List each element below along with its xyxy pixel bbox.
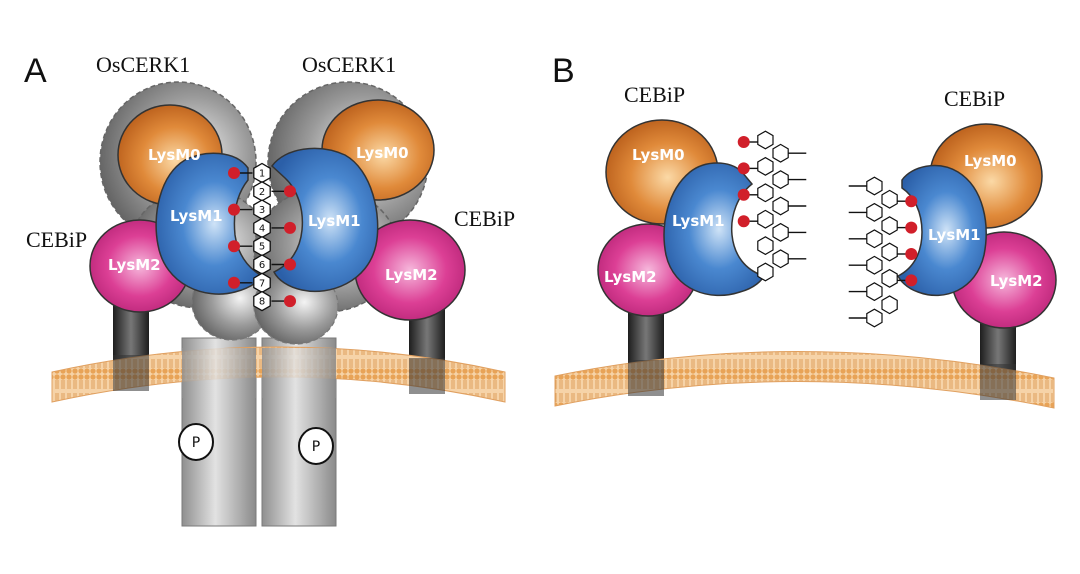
acetyl-group <box>228 167 240 179</box>
panel-b-letter: B <box>552 52 575 90</box>
chitin-unit <box>848 282 883 302</box>
chitin-unit <box>848 229 883 249</box>
chitin-unit: 5 <box>228 235 271 257</box>
lysm0-left-a-label: LysM0 <box>148 146 201 164</box>
chitin-unit <box>848 176 883 196</box>
acetyl-group <box>284 295 296 308</box>
chitin-unit-number: 3 <box>259 205 265 216</box>
lysm1-right-b <box>896 164 987 297</box>
chitin-unit-number: 8 <box>259 297 265 308</box>
chitin-unit-number: 1 <box>259 169 265 180</box>
panel-a-letter: A <box>24 52 47 90</box>
chitin-unit <box>772 143 807 163</box>
acetyl-group <box>737 188 750 201</box>
cebip-tm-right-b <box>980 364 1016 400</box>
lysm1-left-a <box>155 152 264 295</box>
chitin-unit: 4 <box>253 217 296 239</box>
chitin-unit <box>881 242 898 262</box>
cebip-left-label-a: CEBiP <box>26 227 87 252</box>
kinase-tm-right <box>262 348 336 398</box>
chitin-unit <box>757 183 774 203</box>
lysm1-left-b-label: LysM1 <box>672 212 725 230</box>
lysm0-right-a-label: LysM0 <box>356 144 409 162</box>
chitin-unit-number: 5 <box>259 242 265 253</box>
chitin-unit <box>757 209 774 229</box>
cebip-right-label-a: CEBiP <box>454 206 515 231</box>
acetyl-group <box>228 276 240 289</box>
chitin-unit <box>848 255 883 275</box>
acetyl-group <box>905 221 918 234</box>
acetyl-group <box>905 195 918 208</box>
acetyl-group <box>284 258 296 271</box>
acetyl-group <box>737 136 750 148</box>
oscerk1-left-label: OsCERK1 <box>96 52 190 77</box>
membrane-b <box>554 351 1055 409</box>
acetyl-group <box>737 215 750 228</box>
lysm1-right-a <box>271 147 379 293</box>
cebip-tm-right-a <box>409 358 445 394</box>
chitin-unit-number: 7 <box>259 278 265 289</box>
lysm2-left-b-label: LysM2 <box>604 268 657 286</box>
chitin-unit-number: 6 <box>259 260 265 271</box>
lysm2-right-b-label: LysM2 <box>990 272 1043 290</box>
acetyl-group <box>905 248 918 260</box>
acetyl-group <box>905 274 918 287</box>
chitin-unit: 6 <box>253 254 296 275</box>
acetyl-group <box>228 240 240 253</box>
chitin-unit <box>881 216 898 236</box>
chitin-unit <box>881 295 898 315</box>
cebip-tm-left-b <box>628 360 664 396</box>
chitin-unit <box>881 268 898 288</box>
cebip-right-a: LysM0 LysM1 LysM2 <box>271 99 466 321</box>
chitin-unit <box>772 222 807 242</box>
chitin-unit: 8 <box>253 290 296 312</box>
lysm1-left-a-label: LysM1 <box>170 207 223 225</box>
chitin-unit-number: 4 <box>259 223 265 234</box>
chitin-chain-b-right-of-left-receptor <box>737 130 807 282</box>
phospho-right: P <box>298 427 334 465</box>
acetyl-group <box>284 185 296 198</box>
lysm2-left-a-label: LysM2 <box>108 256 161 274</box>
cebip-left-label-b: CEBiP <box>624 82 685 107</box>
chitin-octamer-a: 1 2 3 4 5 6 7 8 <box>228 162 296 312</box>
chitin-unit <box>757 156 774 176</box>
cebip-right-label-b: CEBiP <box>944 86 1005 111</box>
chitin-unit <box>757 236 774 256</box>
chitin-unit <box>881 189 898 209</box>
kinase-tm-left <box>182 348 256 398</box>
acetyl-group <box>737 162 750 175</box>
chitin-unit: 3 <box>228 199 271 220</box>
acetyl-group <box>228 203 240 216</box>
cebip-tm-left-a <box>113 355 149 391</box>
chitin-unit <box>757 262 774 282</box>
phospho-left: P <box>178 423 214 461</box>
lysm1-right-b-label: LysM1 <box>928 226 981 244</box>
chitin-unit <box>772 170 807 190</box>
chitin-unit <box>848 308 883 328</box>
lysm2-right-a-label: LysM2 <box>385 266 438 284</box>
cebip-right-b: LysM0 LysM1 LysM2 <box>896 123 1057 329</box>
chitin-unit-number: 2 <box>259 187 265 198</box>
chitin-unit <box>757 130 774 150</box>
lysm1-right-a-label: LysM1 <box>308 212 361 230</box>
phospho-left-label: P <box>192 435 200 451</box>
phospho-right-label: P <box>312 439 320 455</box>
lysm0-left-b-label: LysM0 <box>632 146 685 164</box>
cebip-left-a: LysM0 LysM1 LysM2 <box>89 104 264 313</box>
chitin-unit <box>772 249 807 269</box>
oscerk1-right-label: OsCERK1 <box>302 52 396 77</box>
acetyl-group <box>284 221 296 234</box>
chitin-chain-b-left-of-right-receptor <box>848 176 918 328</box>
chitin-unit <box>848 202 883 222</box>
chitin-unit: 2 <box>253 181 296 202</box>
chitin-unit <box>772 196 807 216</box>
lysm0-right-b-label: LysM0 <box>964 152 1017 170</box>
